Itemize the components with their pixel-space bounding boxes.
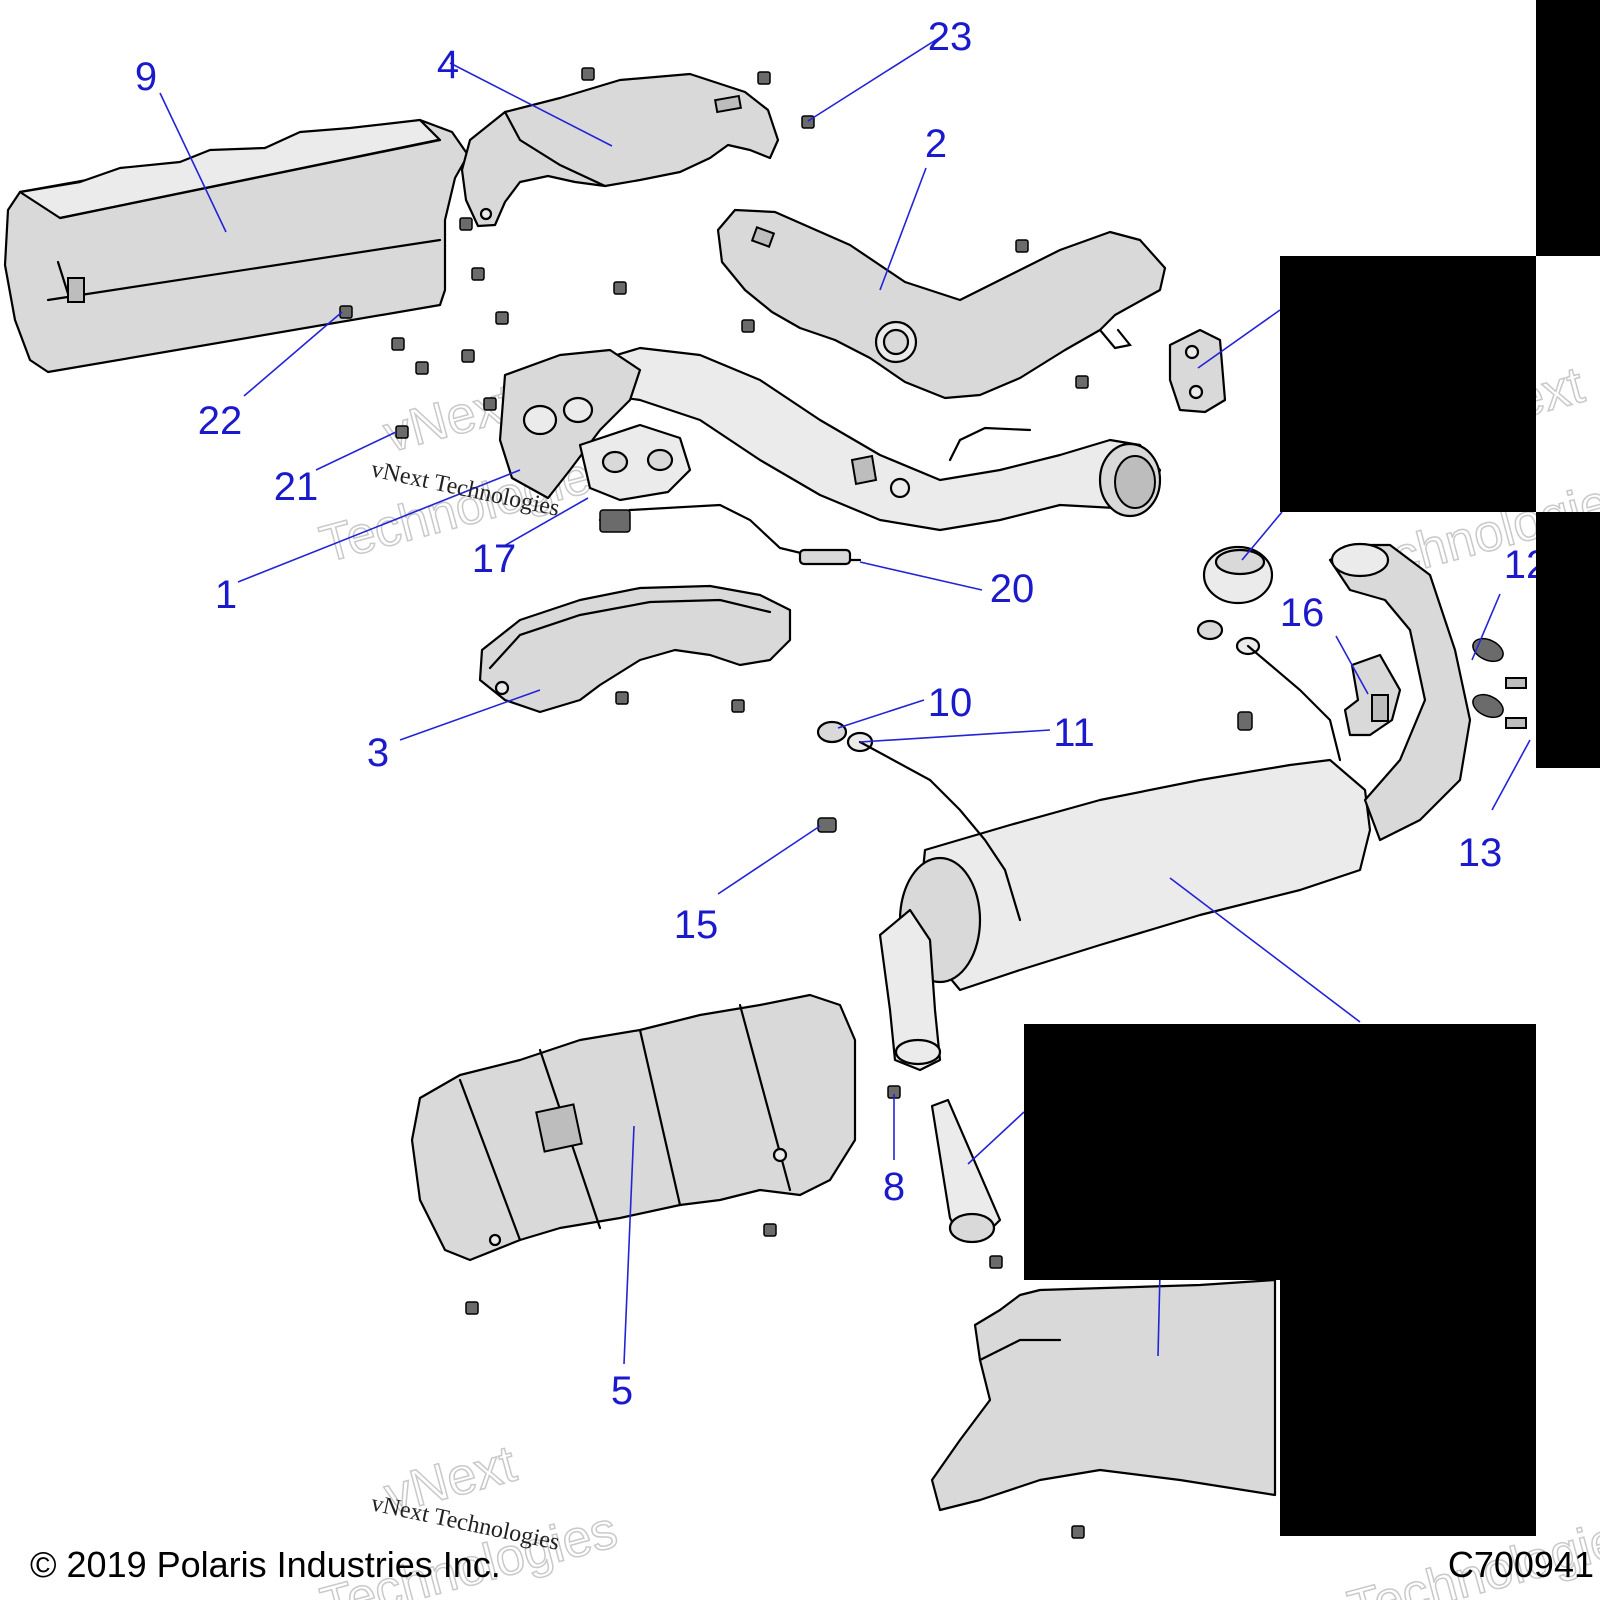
rear-heat-shield <box>930 1278 1277 1512</box>
watermark-brand-1: vNext <box>378 373 522 464</box>
callout-3: 3 <box>367 731 389 775</box>
figure-id: C700941 <box>1448 1544 1594 1585</box>
exhaust-header-1 <box>498 346 1162 532</box>
o2-sensor-20 <box>598 503 862 566</box>
bolt <box>581 67 595 81</box>
leader-lines <box>159 35 1531 1365</box>
isolator-mount <box>1168 328 1227 414</box>
spark-arrestor <box>930 1098 1002 1244</box>
callout-1: 1 <box>215 573 237 617</box>
end-cap <box>1202 545 1274 605</box>
bracket-16 <box>1343 653 1402 737</box>
callout-23: 23 <box>928 15 973 59</box>
callout-17: 17 <box>472 537 517 581</box>
redaction-blocks <box>1024 0 1600 1536</box>
callout-22: 22 <box>198 399 243 443</box>
heat-shield-2 <box>716 208 1167 400</box>
callout-9: 9 <box>135 55 157 99</box>
gasket-17 <box>578 423 692 502</box>
callout-13: 13 <box>1458 831 1503 875</box>
redaction-block-4 <box>1024 1024 1536 1280</box>
copyright-text: © 2019 Polaris Industries Inc. <box>30 1544 501 1585</box>
callout-20: 20 <box>990 567 1035 611</box>
redaction-block-3 <box>1536 512 1600 768</box>
springs-12 <box>1472 637 1527 729</box>
heat-shield-4 <box>460 72 780 228</box>
muffler <box>878 542 1472 1072</box>
callout-2: 2 <box>925 122 947 166</box>
callout-10: 10 <box>928 681 973 725</box>
heat-shield-3 <box>478 584 792 714</box>
redaction-block-1 <box>1536 0 1600 256</box>
heat-shield-9 <box>3 118 470 374</box>
redaction-block-2 <box>1280 256 1536 512</box>
callout-16: 16 <box>1280 591 1325 635</box>
fastener-set <box>339 67 1253 1539</box>
redaction-block-5 <box>1280 1280 1536 1536</box>
callout-8: 8 <box>883 1165 905 1209</box>
callout-21: 21 <box>274 465 319 509</box>
callout-5: 5 <box>611 1369 633 1413</box>
callout-11: 11 <box>1053 711 1095 755</box>
callout-labels: 1 2 3 4 5 8 9 10 11 12 13 15 16 17 20 21… <box>135 15 1548 1413</box>
callout-4: 4 <box>437 43 459 87</box>
callout-15: 15 <box>674 903 719 947</box>
